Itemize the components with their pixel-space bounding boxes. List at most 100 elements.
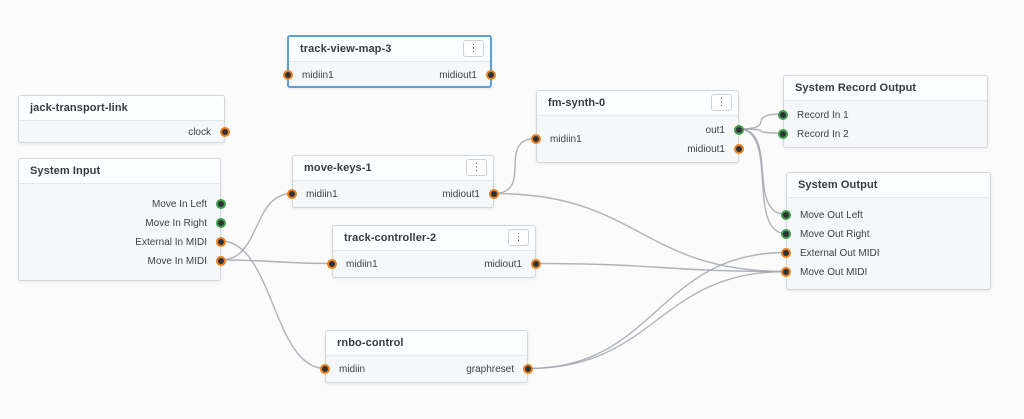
node-title: jack-transport-link <box>30 102 128 114</box>
port-label: External Out MIDI <box>800 248 880 259</box>
wire-fm-synth-0-fm-out1-to-system-output-move-out-right[interactable] <box>738 128 787 235</box>
node-header[interactable]: track-controller-2 ⋮ <box>333 226 535 251</box>
port-clock: clock <box>188 123 230 142</box>
port-label: midiin1 <box>302 70 334 81</box>
port-dot-external-out-midi[interactable] <box>781 248 791 258</box>
node-menu-button[interactable]: ⋮ <box>508 229 529 246</box>
port-label: Move Out MIDI <box>800 267 868 278</box>
node-track-view-map-3[interactable]: track-view-map-3⋮ midiin1 midiout1 <box>283 35 496 88</box>
port-external-in-midi: External In MIDI <box>135 233 226 252</box>
port-label: midiout1 <box>439 70 477 81</box>
node-title: System Record Output <box>795 82 917 94</box>
port-label: midiin1 <box>346 259 378 270</box>
node-title: System Output <box>798 179 878 191</box>
wire-fm-synth-0-fm-out1-to-system-record-output-record-in-2[interactable] <box>738 128 784 134</box>
kebab-menu-icon: ⋮ <box>471 162 482 173</box>
node-header[interactable]: System Record Output <box>784 76 987 101</box>
port-record-in-2: Record In 2 <box>778 125 849 144</box>
wire-move-keys-1-mk-midiout1-to-system-output-move-out-midi[interactable] <box>493 192 787 273</box>
node-track-controller-2[interactable]: track-controller-2 ⋮ midiin1 midiout1 <box>327 225 541 278</box>
port-move-in-left: Move In Left <box>151 195 226 214</box>
port-label: midiout1 <box>442 189 480 200</box>
port-dot-record-in-2[interactable] <box>778 128 788 139</box>
port-mk-midiin1: midiin1 <box>287 185 338 204</box>
node-header[interactable]: System Output <box>787 173 990 198</box>
port-dot-move-in-left[interactable] <box>216 198 226 209</box>
node-title: track-controller-2 <box>344 232 437 244</box>
port-record-in-1: Record In 1 <box>778 106 849 125</box>
port-label: Move In Right <box>145 217 207 229</box>
port-dot-tc-midiin1[interactable] <box>327 259 337 269</box>
node-menu-button[interactable]: ⋮ <box>463 40 484 57</box>
port-dot-clock[interactable] <box>220 126 230 137</box>
port-rnbo-graphreset: graphreset <box>466 360 533 379</box>
port-fm-midiout1: midiout1 <box>687 140 744 159</box>
port-dot-move-out-midi[interactable] <box>781 267 791 277</box>
port-label: out1 <box>705 124 725 136</box>
wire-system-input-move-in-midi-to-track-controller-2-tc-midiin1[interactable] <box>220 259 333 265</box>
port-rnbo-midiin: midiin <box>320 360 365 379</box>
node-header[interactable]: jack-transport-link <box>19 96 224 121</box>
port-label: Record In 2 <box>797 128 849 140</box>
wire-rnbo-control-rnbo-graphreset-to-system-output-move-out-midi[interactable] <box>527 270 787 370</box>
port-label: Move Out Right <box>800 229 870 240</box>
node-menu-button[interactable]: ⋮ <box>711 94 732 111</box>
wire-system-input-external-in-midi-to-rnbo-control-rnbo-midiin[interactable] <box>220 240 326 370</box>
wire-rnbo-control-rnbo-graphreset-to-system-output-external-out-midi[interactable] <box>527 251 787 370</box>
port-label: graphreset <box>466 364 514 375</box>
node-fm-synth-0[interactable]: fm-synth-0 ⋮ midiin1 out1 midiout1 <box>531 90 744 163</box>
node-rnbo-control[interactable]: rnbo-control midiin graphreset <box>320 330 533 383</box>
kebab-menu-icon: ⋮ <box>716 97 727 108</box>
node-header[interactable]: track-view-map-3⋮ <box>289 37 490 62</box>
port-label: Move In MIDI <box>147 255 207 267</box>
wire-move-keys-1-mk-midiout1-to-fm-synth-0-fm-midiin1[interactable] <box>493 137 537 195</box>
node-title: fm-synth-0 <box>548 97 606 109</box>
node-title: rnbo-control <box>337 337 404 349</box>
port-label: midiout1 <box>484 259 522 270</box>
port-move-out-right: Move Out Right <box>781 225 870 244</box>
kebab-menu-icon: ⋮ <box>468 43 479 54</box>
port-dot-record-in-1[interactable] <box>778 109 788 120</box>
port-dot-mk-midiout1[interactable] <box>489 189 499 199</box>
node-title: move-keys-1 <box>304 162 372 174</box>
node-header[interactable]: System Input <box>19 159 220 184</box>
port-move-out-midi: Move Out MIDI <box>781 263 868 282</box>
port-label: Move Out Left <box>800 210 863 221</box>
port-fm-out1: out1 <box>705 121 744 140</box>
port-label: clock <box>188 126 211 138</box>
port-move-in-right: Move In Right <box>145 214 226 233</box>
port-dot-fm-out1[interactable] <box>734 124 744 135</box>
port-dot-fm-midiout1[interactable] <box>734 143 744 154</box>
port-dot-move-out-right[interactable] <box>781 229 791 239</box>
port-move-in-midi: Move In MIDI <box>147 252 226 271</box>
port-dot-move-in-midi[interactable] <box>216 255 226 266</box>
port-dot-tc-midiout1[interactable] <box>531 259 541 269</box>
port-dot-move-out-left[interactable] <box>781 210 791 220</box>
node-move-keys-1[interactable]: move-keys-1 ⋮ midiin1 midiout1 <box>287 155 499 208</box>
node-header[interactable]: rnbo-control <box>326 331 527 356</box>
wire-track-controller-2-tc-midiout1-to-system-output-move-out-midi[interactable] <box>535 262 787 273</box>
port-label: midiin1 <box>550 134 582 145</box>
port-dot-tvm-midiin1[interactable] <box>283 70 293 80</box>
node-menu-button[interactable]: ⋮ <box>466 159 487 176</box>
port-dot-rnbo-midiin[interactable] <box>320 364 330 374</box>
port-label: midiout1 <box>687 143 725 155</box>
node-header[interactable]: move-keys-1 ⋮ <box>293 156 493 181</box>
port-dot-fm-midiin1[interactable] <box>531 134 541 144</box>
port-dot-mk-midiin1[interactable] <box>287 189 297 199</box>
port-dot-tvm-midiout1[interactable] <box>486 70 496 80</box>
port-dot-rnbo-graphreset[interactable] <box>523 364 533 374</box>
port-tc-midiout1: midiout1 <box>484 255 541 274</box>
port-dot-external-in-midi[interactable] <box>216 236 226 247</box>
wire-system-input-move-in-midi-to-move-keys-1-mk-midiin1[interactable] <box>220 192 293 261</box>
port-label: Move In Left <box>151 198 207 210</box>
port-dot-move-in-right[interactable] <box>216 217 226 228</box>
node-header[interactable]: fm-synth-0 ⋮ <box>537 91 738 116</box>
node-jack-transport-link[interactable]: jack-transport-link clock <box>18 95 230 143</box>
port-tvm-midiin1: midiin1 <box>283 66 334 85</box>
